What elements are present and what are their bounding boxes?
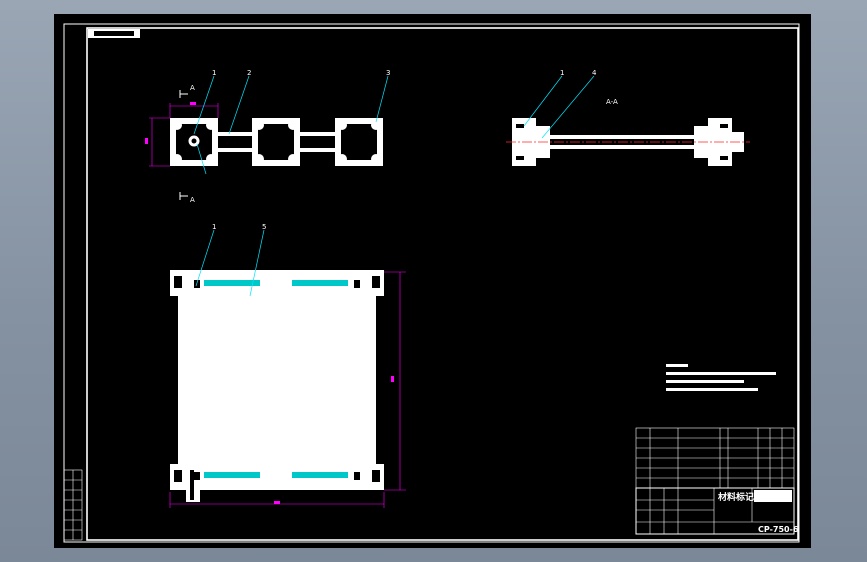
balloon-front-5: 5 <box>262 223 266 231</box>
balloon-front-1: 1 <box>212 223 216 231</box>
cut-marker-top: A <box>190 84 195 92</box>
cut-marker-bottom: A <box>190 196 195 204</box>
balloon-top-3: 3 <box>386 69 390 77</box>
balloon-top-1: 1 <box>212 69 216 77</box>
balloon-section-1: 1 <box>560 69 564 77</box>
balloon-section-4: 4 <box>592 69 597 77</box>
title-block: 材料标记 CP-750-6 <box>635 487 799 535</box>
top-view: A A 1 2 3 <box>145 69 390 204</box>
engineering-drawing: A A 1 2 3 A-A <box>63 23 800 543</box>
technical-notes <box>666 364 776 391</box>
parts-list <box>635 427 795 489</box>
title-block-drawing-no: CP-750-6 <box>758 525 799 534</box>
corner-label-box <box>88 29 140 38</box>
revision-block <box>63 469 83 541</box>
section-label: A-A <box>606 98 618 106</box>
balloon-top-2: 2 <box>247 69 251 77</box>
section-view-a-a: A-A 1 4 <box>506 69 750 166</box>
drawing-frame <box>63 23 800 543</box>
front-view: 1 5 <box>169 223 406 508</box>
cad-viewport[interactable]: A A 1 2 3 A-A <box>54 14 811 548</box>
title-block-name: 材料标记 <box>717 491 754 503</box>
